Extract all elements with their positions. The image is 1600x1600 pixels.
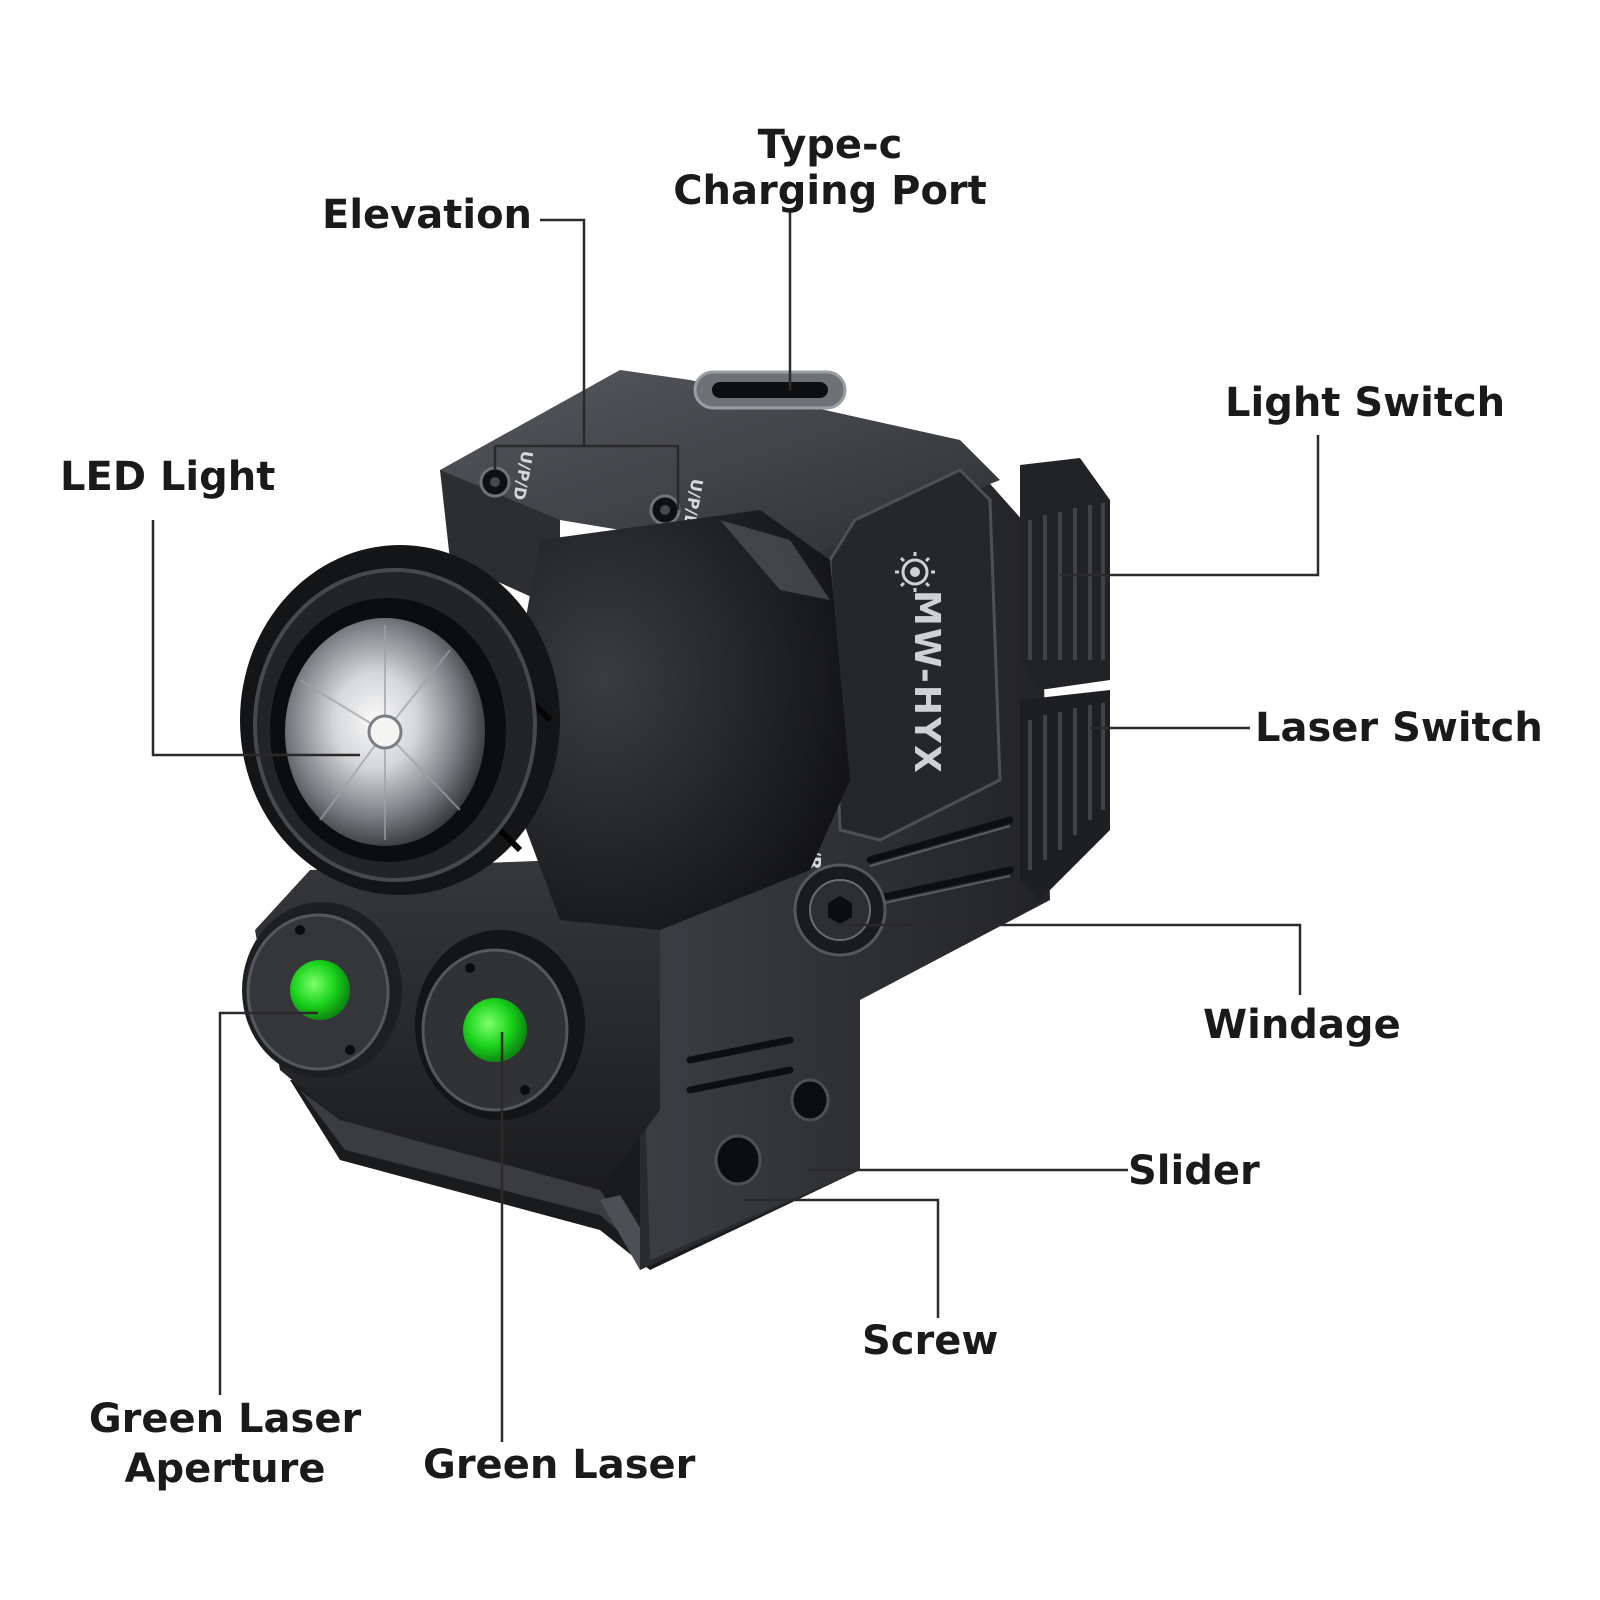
label-light-switch: Light Switch xyxy=(1225,380,1506,426)
label-slider: Slider xyxy=(1128,1148,1260,1194)
leader-screw xyxy=(745,1198,940,1318)
brand-mark: MW-HYX xyxy=(906,590,947,775)
elevation-screw xyxy=(479,466,681,526)
green-laser-aperture-module xyxy=(242,902,402,1078)
green-laser-aperture-lens xyxy=(290,960,350,1020)
label-elevation: Elevation xyxy=(322,192,533,238)
slider-holes xyxy=(714,1078,830,1186)
label-type-c-line1: Type-c xyxy=(757,122,903,168)
led-light-head xyxy=(240,545,560,895)
label-windage: Windage xyxy=(1203,1002,1401,1048)
type-c-port xyxy=(693,370,847,410)
light-cone xyxy=(500,510,850,930)
label-green-laser-aperture: Green Laser Aperture xyxy=(75,1394,375,1494)
label-led-light: LED Light xyxy=(60,454,276,500)
label-green-laser-aperture-line1: Green Laser xyxy=(88,1396,362,1442)
laser-switch-pad xyxy=(1020,690,1110,900)
windage-adjuster xyxy=(793,863,887,957)
leader-led-light xyxy=(151,520,360,757)
housing-top xyxy=(440,370,1000,560)
label-green-laser: Green Laser xyxy=(423,1442,696,1488)
leader-windage xyxy=(848,923,1302,995)
leader-lines xyxy=(151,210,1320,1442)
label-green-laser-aperture-line2: Aperture xyxy=(124,1446,326,1492)
label-type-c-line2: Charging Port xyxy=(673,168,987,214)
side-grooves xyxy=(686,816,1014,1094)
leader-light-switch xyxy=(1060,435,1320,577)
green-laser-module xyxy=(415,930,585,1120)
label-type-c-charging-port: Type-c Charging Port xyxy=(665,122,995,214)
label-laser-switch: Laser Switch xyxy=(1255,705,1543,751)
leader-elevation xyxy=(493,218,680,510)
label-screw: Screw xyxy=(862,1318,999,1364)
sun-logo-icon xyxy=(895,552,935,592)
leader-green-laser-aperture xyxy=(218,1011,318,1395)
green-laser-lens xyxy=(463,998,527,1062)
